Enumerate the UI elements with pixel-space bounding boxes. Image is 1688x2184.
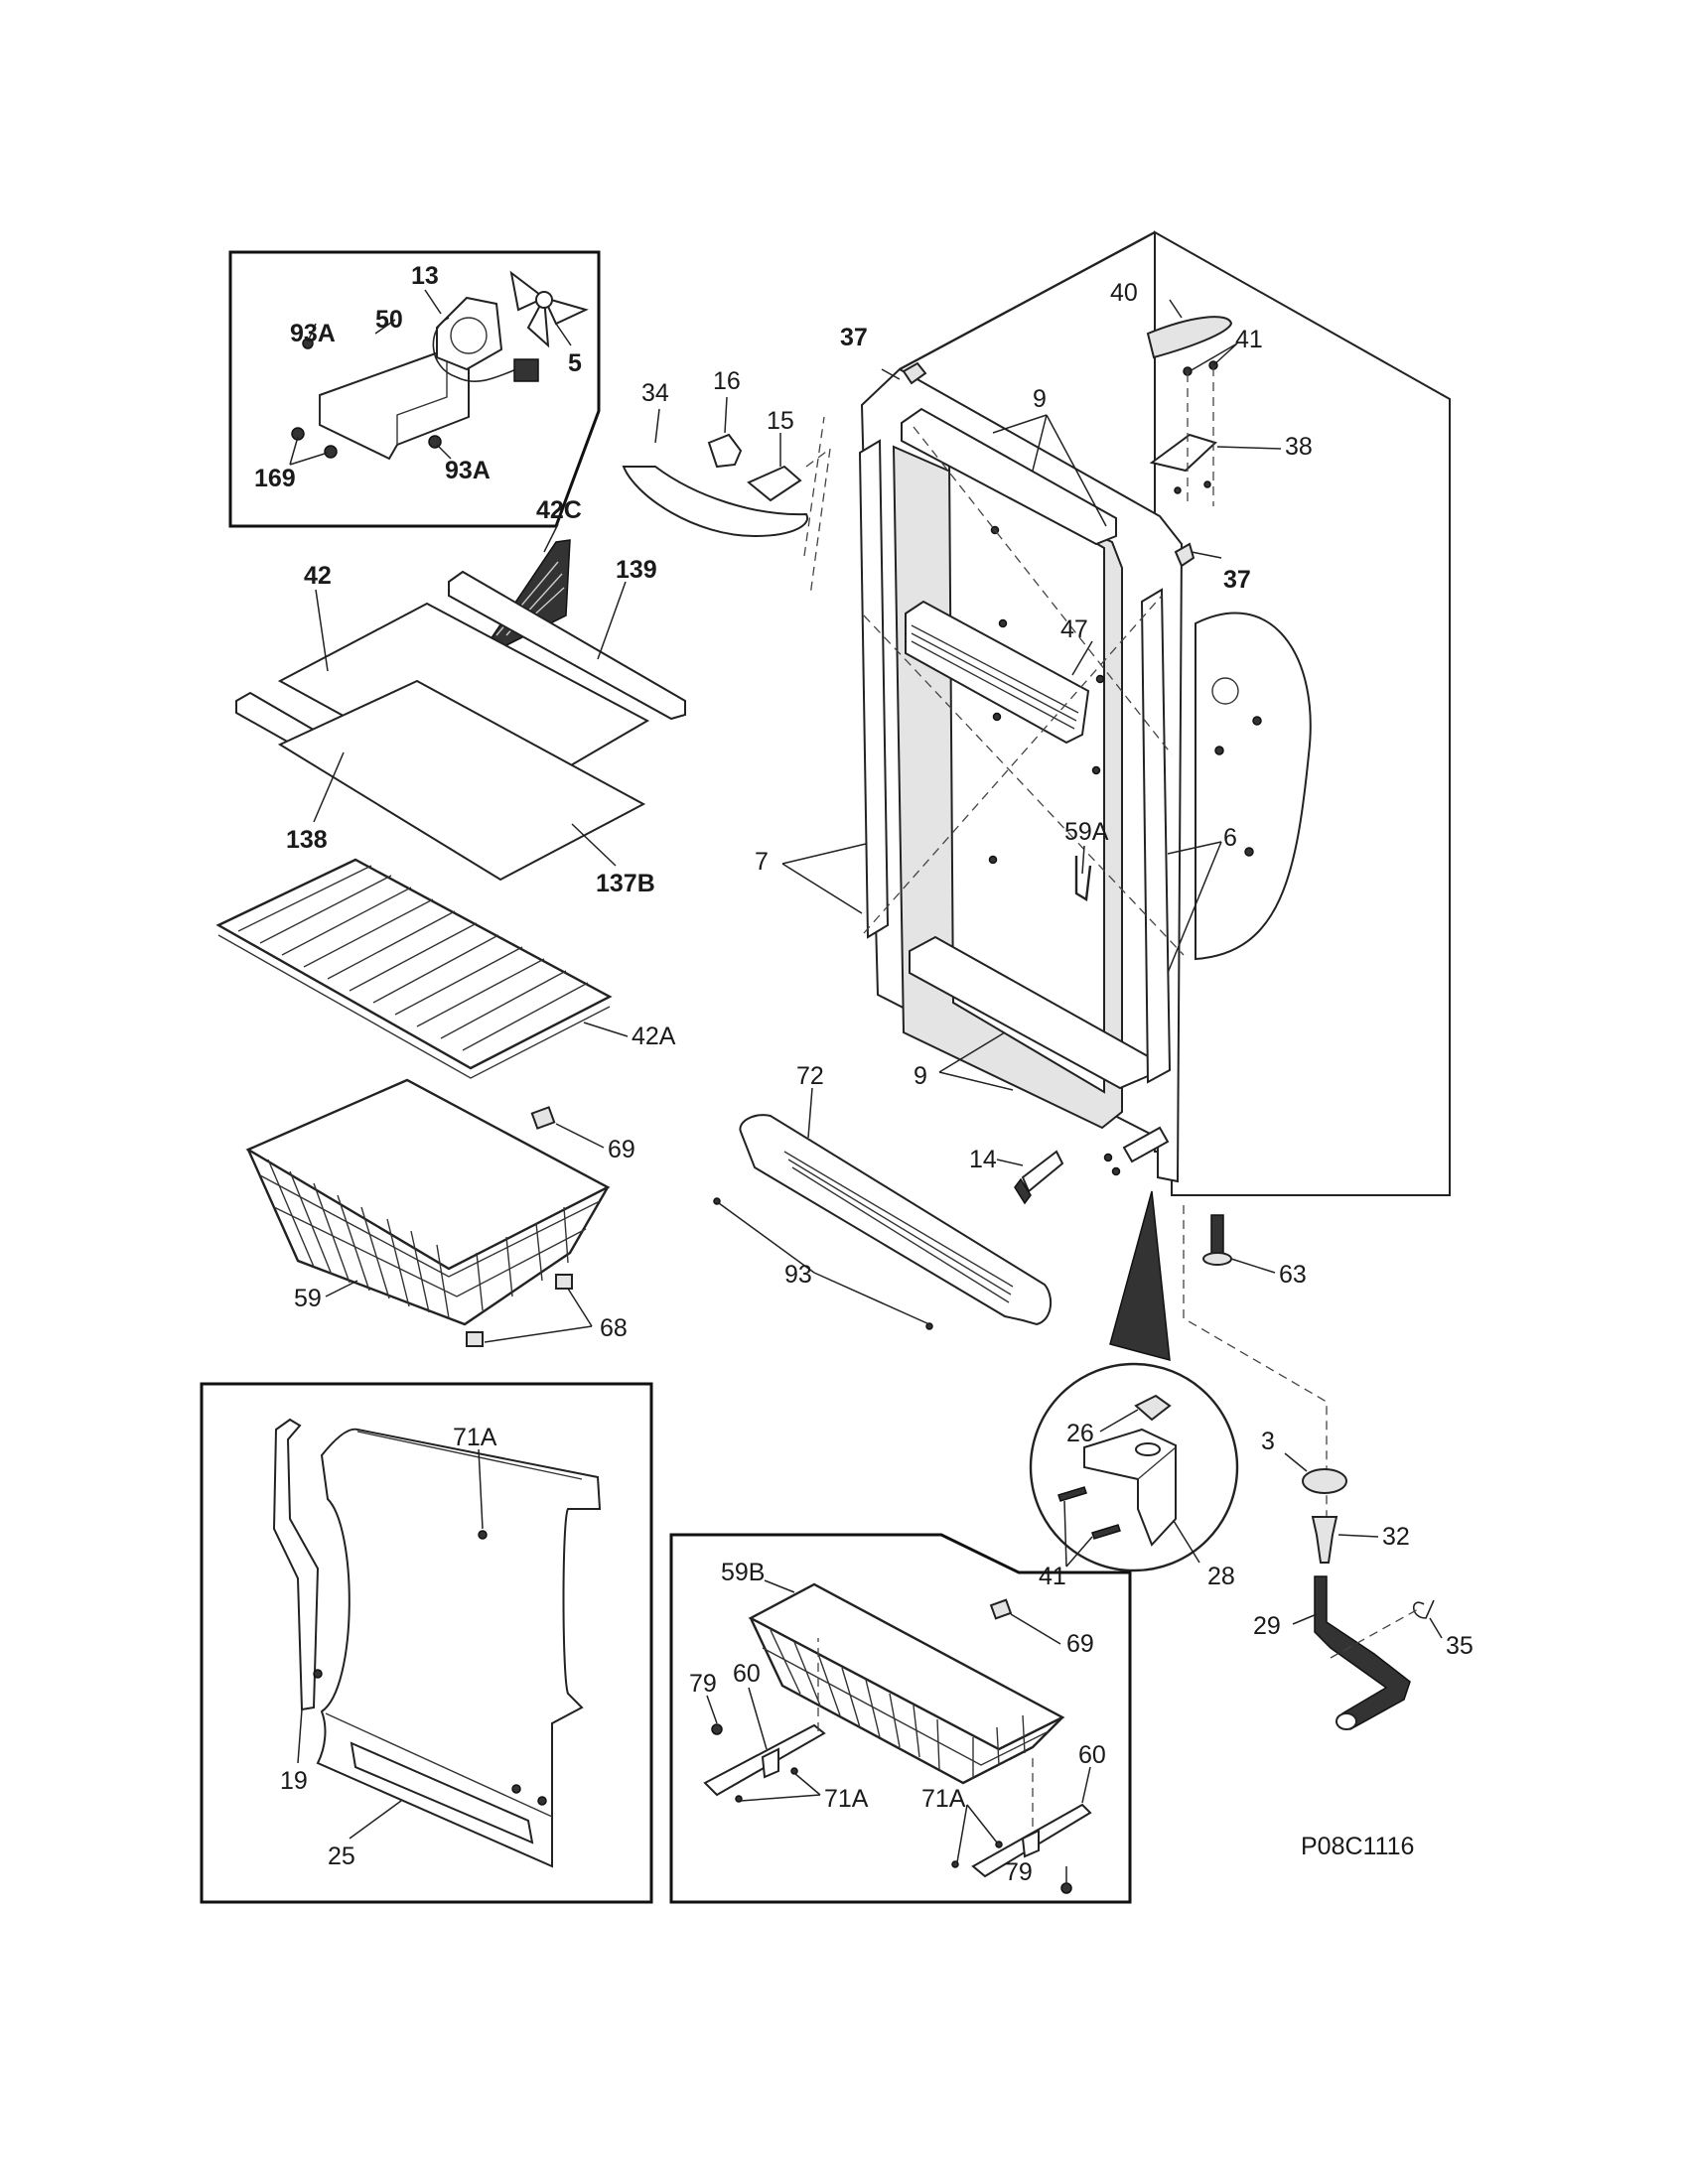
callout-7: 7 <box>755 848 769 876</box>
cabinet-assembly: 37 37 40 41 38 9 47 59A 7 6 9 <box>755 230 1451 1196</box>
callout-63: 63 <box>1279 1261 1307 1289</box>
callout-34: 34 <box>641 379 669 407</box>
callout-37-top: 37 <box>840 324 868 351</box>
hinge-detail: 26 41 28 <box>1029 1362 1239 1590</box>
callout-19: 19 <box>280 1767 308 1795</box>
diagram-code: P08C1116 <box>1301 1833 1414 1860</box>
callout-35: 35 <box>1446 1632 1474 1660</box>
callout-15: 15 <box>767 407 794 435</box>
callout-79-bottom: 79 <box>1005 1858 1033 1886</box>
callout-71a-mid: 71A <box>824 1785 869 1813</box>
callout-42a: 42A <box>632 1023 676 1050</box>
light-assembly: 34 16 15 <box>622 367 831 597</box>
callout-60-left: 60 <box>733 1660 761 1688</box>
callout-60-right: 60 <box>1078 1741 1106 1769</box>
callout-14: 14 <box>969 1146 997 1173</box>
callout-28: 28 <box>1207 1563 1235 1590</box>
callout-138: 138 <box>286 826 328 854</box>
callout-42c: 42C <box>536 496 582 524</box>
callout-40: 40 <box>1110 279 1138 307</box>
callout-41-top: 41 <box>1235 326 1263 353</box>
callout-59: 59 <box>294 1285 322 1312</box>
callout-26: 26 <box>1066 1420 1094 1447</box>
callout-93: 93 <box>784 1261 812 1289</box>
wire-basket: 69 59 68 <box>245 1078 635 1347</box>
callout-139: 139 <box>616 556 657 584</box>
callout-79-top: 79 <box>689 1670 717 1698</box>
glass-shelf-assembly: 42 42C 139 138 137B <box>235 496 686 897</box>
bottom-left-inset: 71A 19 25 <box>200 1382 653 1904</box>
callout-69-left: 69 <box>608 1136 635 1163</box>
callout-42: 42 <box>304 562 332 590</box>
fan-motor-inset: 13 50 93A 5 169 93A <box>228 250 601 528</box>
callout-93a-bottom: 93A <box>445 457 491 484</box>
callout-71a-left: 71A <box>453 1424 497 1451</box>
callout-6: 6 <box>1223 824 1237 852</box>
callout-68: 68 <box>600 1314 628 1342</box>
callout-59b: 59B <box>721 1559 765 1586</box>
kick-plate: 72 93 <box>713 1062 1053 1330</box>
callout-93a-top: 93A <box>290 320 336 347</box>
callout-29: 29 <box>1253 1612 1281 1640</box>
callout-37-right: 37 <box>1223 566 1251 594</box>
callout-9-top: 9 <box>1033 385 1047 413</box>
callout-38: 38 <box>1285 433 1313 461</box>
lower-hinge-area: 14 63 <box>969 1126 1328 1521</box>
wire-shelf: 42A <box>215 858 676 1079</box>
callout-3: 3 <box>1261 1428 1275 1455</box>
callout-5: 5 <box>568 349 582 377</box>
callout-72: 72 <box>796 1062 824 1090</box>
callout-59a: 59A <box>1064 818 1109 846</box>
callout-50: 50 <box>375 306 403 334</box>
hinge-pin-parts: 3 32 29 35 <box>1253 1428 1474 1731</box>
callout-137b: 137B <box>596 870 655 897</box>
callout-9-bottom: 9 <box>914 1062 927 1090</box>
callout-47: 47 <box>1060 615 1088 643</box>
callout-69-right: 69 <box>1066 1630 1094 1658</box>
callout-16: 16 <box>713 367 741 395</box>
callout-13: 13 <box>411 262 439 290</box>
callout-169: 169 <box>254 465 296 492</box>
callout-25: 25 <box>328 1843 355 1870</box>
callout-71a-right: 71A <box>921 1785 966 1813</box>
callout-41-detail: 41 <box>1039 1563 1066 1590</box>
callout-32: 32 <box>1382 1523 1410 1551</box>
bottom-center-inset: 59B 69 79 60 71A 60 71A 79 <box>669 1533 1132 1904</box>
